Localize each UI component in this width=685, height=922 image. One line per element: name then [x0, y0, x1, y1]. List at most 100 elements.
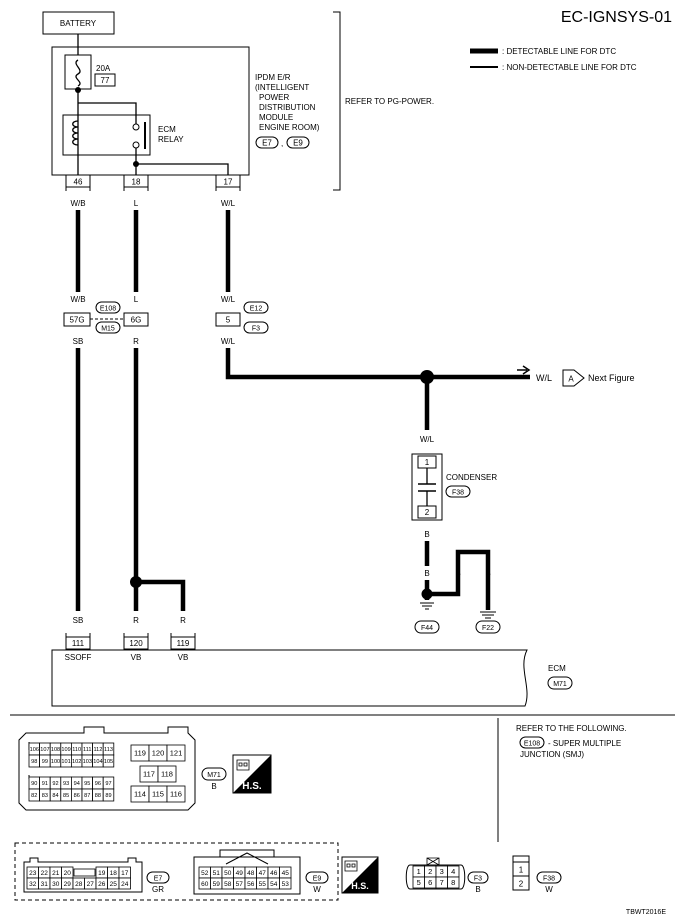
e9-pin: 58: [224, 881, 232, 888]
ecm-conn-badge: [547, 676, 573, 690]
f3-conn-badge: [467, 871, 489, 884]
m71-pin: 115: [152, 790, 164, 799]
ipdm-label-line4: DISTRIBUTION: [259, 103, 316, 112]
m71-pin: 107: [40, 747, 49, 753]
m71-pin: 101: [61, 759, 70, 765]
connector-f3-text: F3: [252, 326, 260, 333]
e9-pin: 48: [247, 870, 255, 877]
relay-to-pin17-wire: [136, 163, 229, 175]
battery: BATTERY: [42, 11, 115, 35]
connector-harness-icon: [236, 759, 250, 771]
wire-label-r-ecm120: R: [133, 616, 139, 625]
hs-badge-text-2: H.S.: [351, 881, 369, 891]
e9-pin: 51: [213, 870, 221, 877]
m71-pin: 100: [51, 759, 60, 765]
refer-e108-badge: [519, 736, 545, 749]
wire-label-wl-top: W/L: [221, 199, 236, 208]
connector-6g-num: 6G: [131, 316, 142, 325]
e7-pin: 23: [29, 870, 37, 877]
condenser-conn-badge: [445, 485, 471, 498]
ground-icon-f22: [480, 611, 496, 619]
m71-pin: 92: [52, 781, 58, 787]
m71-pin: 95: [84, 781, 90, 787]
wire-label-b-bridge-left: B: [455, 569, 460, 578]
m71-pin: 119: [134, 749, 146, 758]
connector-e12-badge: [243, 301, 269, 314]
ipdm-label-line5: MODULE: [259, 113, 293, 122]
wire-label-wb-top: W/B: [70, 199, 85, 208]
e9-conn-badge: [305, 871, 329, 884]
f38-pin1: 1: [519, 866, 524, 875]
refer-e108-text: E108: [524, 741, 540, 748]
connector-m15-text: M15: [101, 326, 115, 333]
m71-pin: 104: [93, 759, 102, 765]
wire-label-r-ecm119: R: [180, 616, 186, 625]
e9-pin-cell: [279, 877, 292, 890]
connector-5-num: 5: [226, 316, 231, 325]
f38-conn-badge: [536, 871, 562, 884]
connector-e12-text: E12: [250, 306, 263, 313]
condenser-pin1: 1: [425, 458, 430, 467]
ground-icon-f44: [420, 602, 434, 610]
connector-5: 5: [215, 312, 241, 327]
m71-pin: 106: [30, 747, 39, 753]
m71-pin: 108: [51, 747, 60, 753]
battery-label: BATTERY: [60, 19, 97, 28]
ipdm-pin-46-num: 46: [74, 178, 83, 187]
e7-pin: 32: [29, 881, 37, 888]
connector-f3-badge: [243, 321, 269, 334]
m71-pin: 99: [42, 759, 48, 765]
m71-pin: 117: [143, 770, 155, 779]
e9-pin: 59: [213, 881, 221, 888]
m71-pin: 89: [105, 793, 111, 799]
ecm-conn-text: M71: [553, 681, 567, 688]
ipdm-label-line2: (INTELLIGENT: [255, 83, 309, 92]
e7-pin: 17: [121, 870, 129, 877]
ground-f44-text: F44: [421, 625, 433, 632]
wire-wl-to-next: [225, 348, 530, 380]
refer-bracket: [333, 11, 341, 191]
e9-conn-name: E9: [313, 876, 322, 883]
refer-e108-desc2: JUNCTION (SMJ): [520, 750, 584, 759]
hs-badge-icon-2: H.S.: [341, 856, 379, 894]
e9-conn-color: W: [313, 885, 321, 894]
ecm-pin-111: 111: [65, 633, 91, 650]
m71-pin: 103: [83, 759, 92, 765]
e9-pin: 46: [270, 870, 278, 877]
ipdm-conn1-badge: [255, 136, 279, 149]
next-figure-ref: A: [568, 375, 574, 384]
ecm-pin-111-num: 111: [72, 639, 85, 648]
e7-pin: 22: [41, 870, 49, 877]
refer-e108-desc1: - SUPER MULTIPLE: [548, 739, 621, 748]
wire-label-l-mid: L: [134, 295, 139, 304]
m71-pin: 116: [170, 790, 182, 799]
relay-label-line2: RELAY: [158, 135, 184, 144]
connector-m15-badge: [95, 321, 121, 334]
connector-57g-num: 57G: [69, 316, 84, 325]
m71-pin: 114: [134, 790, 146, 799]
e7-pin: 20: [64, 870, 72, 877]
wire-label-r-mid: R: [133, 337, 139, 346]
f38-conn-name: F38: [543, 876, 555, 883]
m71-pin: 113: [104, 747, 113, 753]
hs-badge-text: H.S.: [242, 781, 262, 792]
ipdm-label: IPDM E/R (INTELLIGENT POWER DISTRIBUTION…: [255, 73, 320, 149]
e7-pin: 26: [98, 881, 106, 888]
ipdm-pin-18-num: 18: [132, 178, 141, 187]
e9-pin: 54: [270, 881, 278, 888]
m71-conn-badge: [201, 767, 227, 781]
f3-conn-name: F3: [474, 876, 482, 883]
m71-pin: 91: [42, 781, 48, 787]
f38-conn-color: W: [545, 885, 553, 894]
refer-pg-power: REFER TO PG-POWER.: [345, 97, 434, 106]
legend-nondetectable-text: : NON-DETECTABLE LINE FOR DTC: [502, 63, 637, 72]
relay-label-line1: ECM: [158, 125, 176, 134]
m71-pin: 111: [83, 747, 92, 753]
e7-conn-badge: [146, 871, 170, 884]
e7-pin: 31: [41, 881, 49, 888]
e7-e9-dashed-group: [14, 842, 339, 901]
